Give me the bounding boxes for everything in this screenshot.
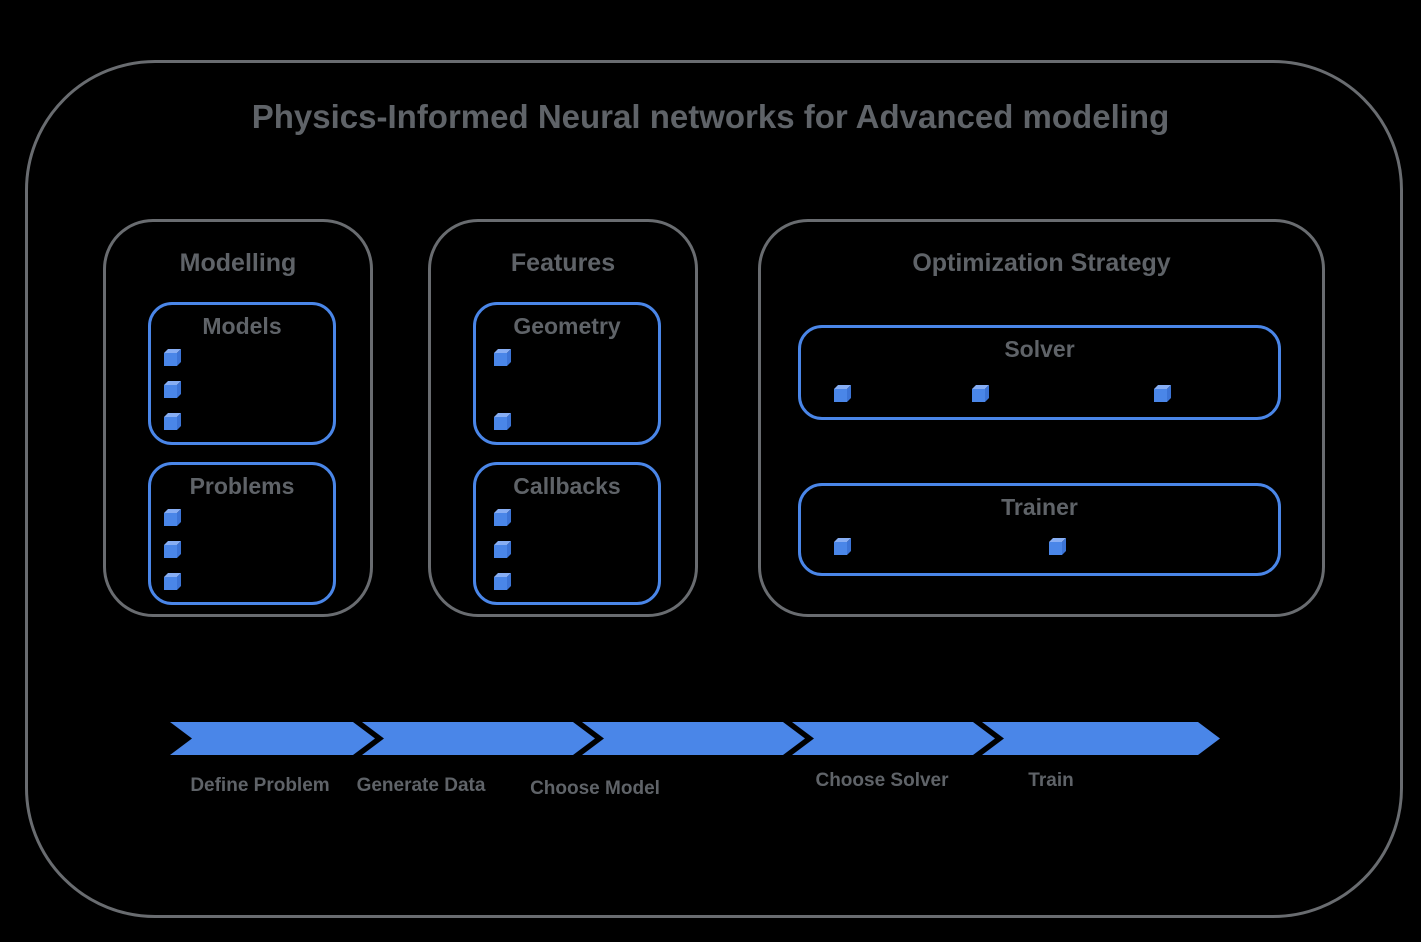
cube-icon [834, 542, 847, 555]
section-features-title: Features [510, 249, 616, 277]
diagram-outer-frame [25, 60, 1403, 918]
cube-icon [164, 417, 177, 430]
flow-step-label-choose-solver: Choose Solver [815, 770, 949, 791]
flow-step-label-define-problem: Define Problem [190, 775, 330, 796]
cube-icon [164, 513, 177, 526]
section-optimization-title: Optimization Strategy [912, 249, 1171, 277]
cube-icon [1049, 542, 1062, 555]
cube-icon [494, 353, 507, 366]
cube-icon [494, 545, 507, 558]
cube-icon [164, 353, 177, 366]
box-trainer: Trainer [798, 483, 1281, 576]
box-solver: Solver [798, 325, 1281, 420]
cube-icon [972, 389, 985, 402]
box-callbacks-title: Callbacks [513, 473, 621, 499]
cube-icon [834, 389, 847, 402]
cube-icon [494, 577, 507, 590]
box-models: Models [148, 302, 336, 445]
section-modelling: Modelling Models Problems [103, 219, 373, 617]
flow-step-label-train: Train [1028, 770, 1074, 791]
box-models-title: Models [202, 313, 282, 339]
cube-icon [494, 513, 507, 526]
box-callbacks: Callbacks [473, 462, 661, 605]
box-problems-title: Problems [189, 473, 295, 499]
section-optimization-strategy: Optimization Strategy Solver Trainer [758, 219, 1325, 617]
box-problems: Problems [148, 462, 336, 605]
flow-step-label-generate-data: Generate Data [356, 775, 486, 796]
section-modelling-title: Modelling [179, 249, 297, 277]
cube-icon [164, 577, 177, 590]
chevron-arrow-choose-solver [792, 722, 995, 755]
flow-step-label-choose-model: Choose Model [530, 778, 660, 799]
box-solver-title: Solver [1004, 336, 1075, 362]
chevron-arrow-train [982, 722, 1220, 755]
cube-icon [494, 417, 507, 430]
box-geometry-title: Geometry [513, 313, 621, 339]
cube-icon [1154, 389, 1167, 402]
box-geometry: Geometry [473, 302, 661, 445]
box-trainer-title: Trainer [1001, 494, 1078, 520]
cube-icon [164, 545, 177, 558]
chevron-arrow-generate-data [362, 722, 595, 755]
chevron-arrow-choose-model [582, 722, 805, 755]
section-features: Features Geometry Callbacks [428, 219, 698, 617]
chevron-arrow-define-problem [170, 722, 375, 755]
diagram-title: Physics-Informed Neural networks for Adv… [251, 98, 1170, 135]
cube-icon [164, 385, 177, 398]
